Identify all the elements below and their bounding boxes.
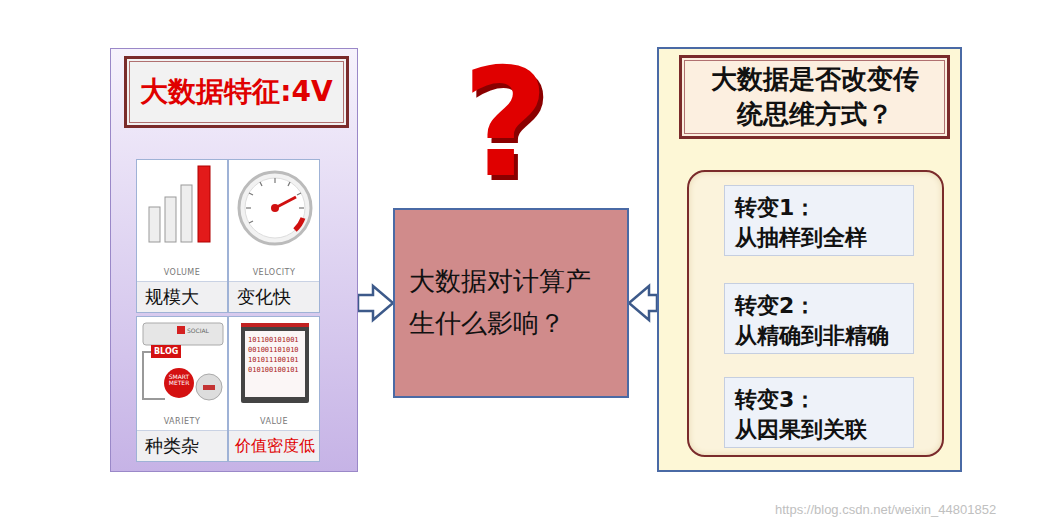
variety-icon [137, 317, 229, 417]
shift-heading: 转变3： [735, 385, 903, 415]
velocity-icon [229, 160, 321, 260]
feature-label: 规模大 [137, 281, 227, 312]
binary-digits: 101100101001 001001101010 101011100101 0… [248, 335, 302, 375]
panel-title: 大数据特征:4V [124, 56, 349, 128]
hollow-arrow [629, 286, 657, 320]
panel-title: 大数据是否改变传统思维方式？ [679, 55, 950, 139]
feature-card: VELOCITY 变化快 [228, 159, 320, 313]
icon-caption: VARIETY [137, 417, 227, 426]
feature-label: 变化快 [229, 281, 319, 312]
volume-icon [137, 160, 229, 260]
feature-panel: 大数据特征:4V VOLUME 规模大 VELOCITY 变化快 VARIETY 种类… [110, 48, 358, 472]
shift-text: 从精确到非精确 [735, 321, 903, 351]
question-text: 大数据对计算产生什么影响？ [409, 261, 613, 344]
question-mark: ? [462, 48, 549, 198]
question-box: 大数据对计算产生什么影响？ [393, 208, 629, 398]
icon-tag: SMART METER [164, 374, 194, 387]
feature-card: VARIETY 种类杂 SOCIAL BLOG SMART METER [136, 316, 228, 462]
shift-text: 从因果到关联 [735, 415, 903, 445]
icon-caption: VELOCITY [229, 268, 319, 277]
icon-tag: SOCIAL [187, 327, 209, 334]
shift-heading: 转变1： [735, 193, 903, 223]
hollow-arrow [358, 286, 393, 320]
shift-box: 转变1：从抽样到全样 [724, 185, 914, 256]
icon-caption: VALUE [229, 417, 319, 426]
feature-label: 价值密度低 [229, 430, 319, 461]
icon-tag: BLOG [154, 347, 178, 356]
feature-label: 种类杂 [137, 430, 227, 461]
icon-caption: VOLUME [137, 268, 227, 277]
thinking-panel: 大数据是否改变传统思维方式？转变1：从抽样到全样转变2：从精确到非精确转变3：从… [657, 47, 962, 472]
shift-text: 从抽样到全样 [735, 223, 903, 253]
feature-card: VOLUME 规模大 [136, 159, 228, 313]
shift-box: 转变2：从精确到非精确 [724, 283, 914, 354]
shift-heading: 转变2： [735, 291, 903, 321]
feature-card: VALUE 价值密度低 101100101001 001001101010 1010… [228, 316, 320, 462]
watermark: https://blog.csdn.net/weixin_44801852 [775, 502, 996, 517]
shift-box: 转变3：从因果到关联 [724, 377, 914, 448]
